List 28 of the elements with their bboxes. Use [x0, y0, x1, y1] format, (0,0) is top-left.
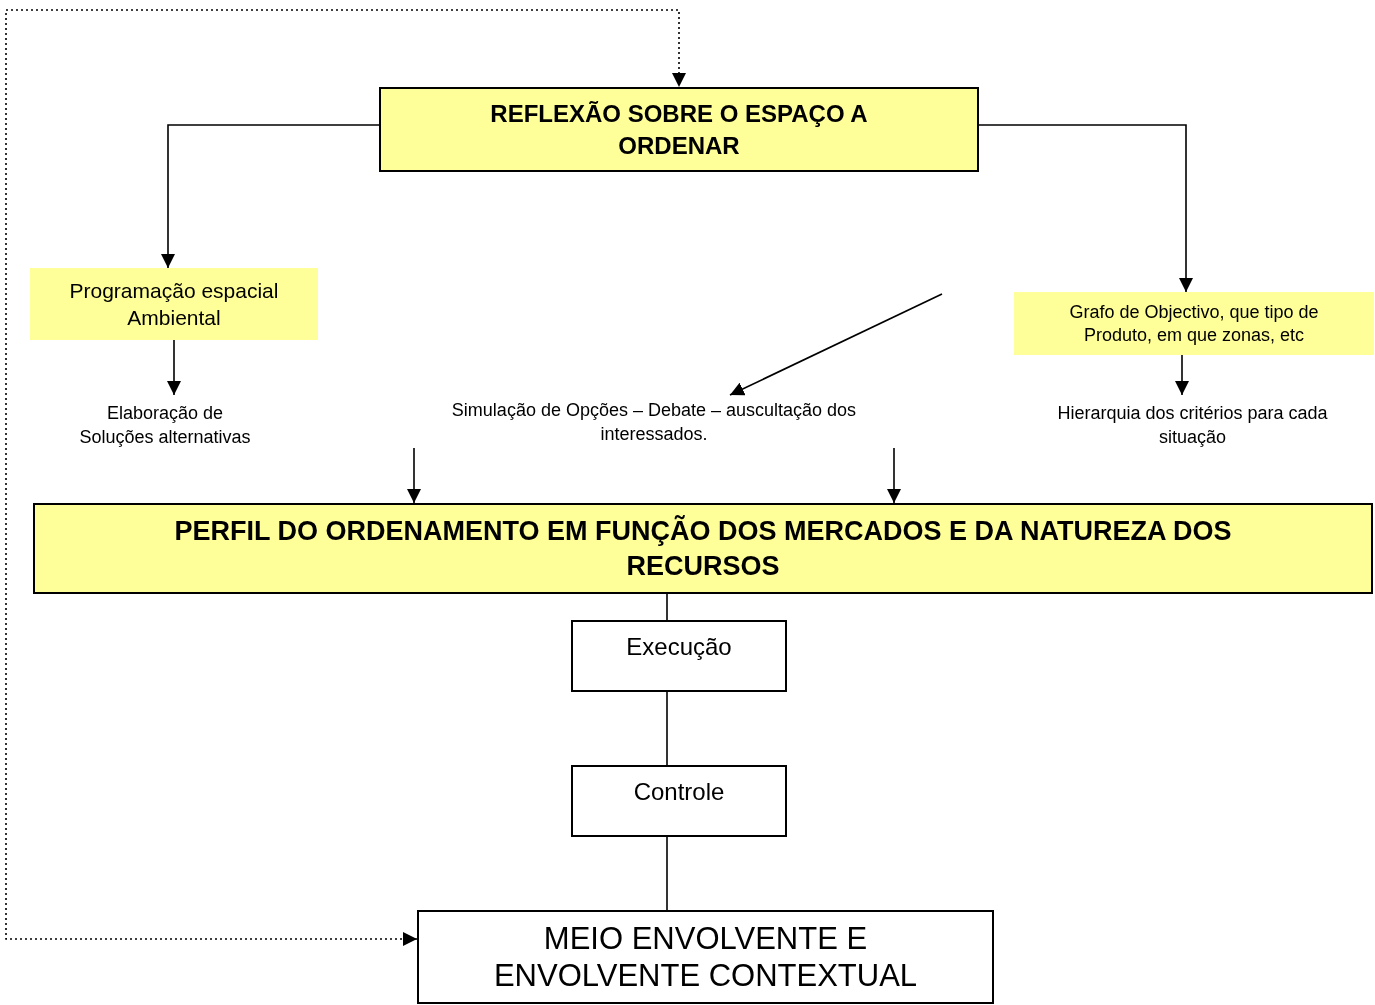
process-box [33, 503, 1373, 594]
node-text: Elaboração de Soluções alternativas [78, 402, 252, 449]
connector-line [666, 691, 668, 766]
node-text: MEIO ENVOLVENTE E ENVOLVENTE CONTEXTUAL [492, 920, 919, 994]
process-box [379, 87, 979, 172]
node-text: REFLEXÃO SOBRE O ESPAÇO A ORDENAR [489, 98, 869, 161]
node-text: Hierarquia dos critérios para cada situação [1056, 402, 1329, 449]
arrow [887, 447, 901, 504]
node-text: Programação espacial Ambiental [68, 278, 280, 331]
dotted-arrow [5, 9, 686, 946]
node-text: PERFIL DO ORDENAMENTO EM FUNÇÃO DOS MERCADOS E DA NATUREZA DOS RECURSOS [173, 514, 1233, 583]
arrow [167, 339, 181, 396]
node-text: Simulação de Opções – Debate – auscultação dos interessados. [450, 398, 858, 446]
node-text: Grafo de Objectivo, que tipo de Produto, em que zonas, etc [1068, 300, 1320, 347]
process-box [1014, 292, 1374, 355]
process-box [571, 620, 787, 692]
arrow [729, 293, 943, 396]
process-box [30, 268, 318, 340]
arrow [407, 447, 421, 504]
arrow [1175, 354, 1189, 396]
connector-line [666, 593, 668, 621]
node-text: Execução [626, 632, 732, 662]
process-box [417, 910, 994, 1004]
arrow [161, 124, 380, 269]
node-text: Controle [633, 777, 725, 807]
process-box [571, 765, 787, 837]
connector-line [666, 836, 668, 911]
arrow [978, 124, 1193, 293]
